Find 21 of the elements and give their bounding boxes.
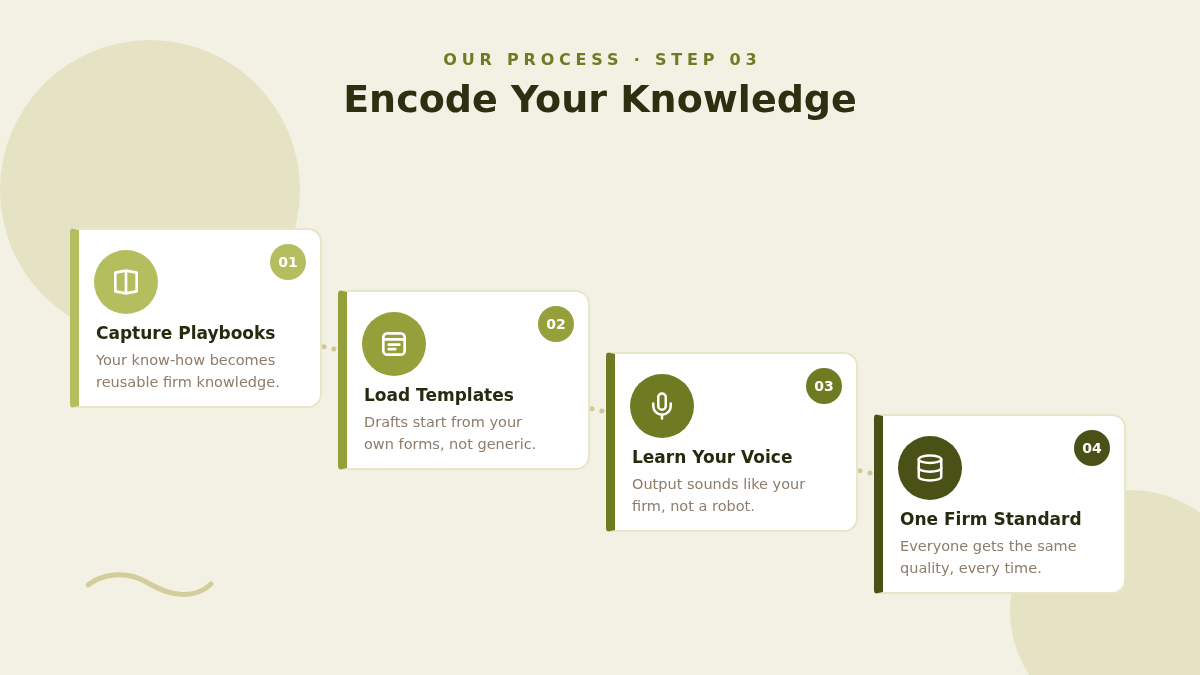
card-description: Everyone gets the same quality, every time.	[900, 537, 1078, 578]
step-number-badge: 01	[270, 244, 306, 280]
card-title: Learn Your Voice	[632, 446, 793, 469]
step-card	[606, 352, 858, 532]
step-card	[338, 290, 590, 470]
section-kicker: OUR PROCESS · STEP 03	[442, 49, 762, 71]
card-description: Your know-how becomes reusable firm knowledge.	[96, 351, 281, 392]
step-number-badge: 03	[806, 368, 842, 404]
dotted-connector	[857, 468, 875, 476]
card-description: Drafts start from your own forms, not generic.	[364, 413, 538, 454]
card-title: Load Templates	[364, 384, 514, 407]
page-title: Encode Your Knowledge	[343, 76, 857, 123]
step-number-badge: 04	[1074, 430, 1110, 466]
step-number-badge: 02	[538, 306, 574, 342]
step-card	[70, 228, 322, 408]
card-title: Capture Playbooks	[96, 322, 276, 345]
step-card	[874, 414, 1126, 594]
dotted-connector	[321, 344, 339, 352]
dotted-connector	[589, 406, 607, 414]
card-title: One Firm Standard	[900, 508, 1082, 531]
card-description: Output sounds like your firm, not a robot.	[632, 475, 807, 516]
